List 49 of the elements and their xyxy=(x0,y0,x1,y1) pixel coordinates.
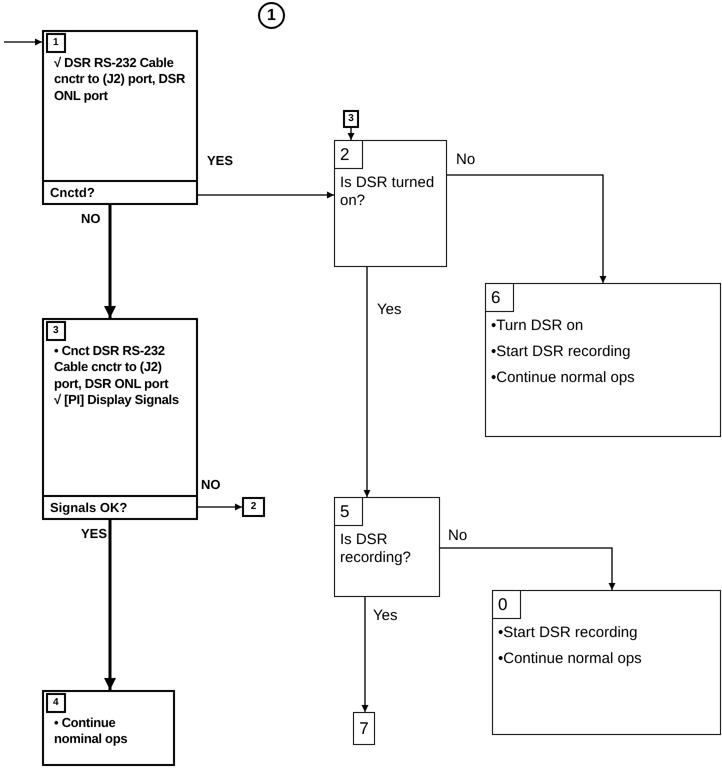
step-text: •Continue normal ops xyxy=(491,369,636,387)
arrow xyxy=(104,205,116,318)
step-text: Is DSR recording? xyxy=(340,531,412,567)
arrow xyxy=(362,597,368,712)
connector-box: 7 xyxy=(353,712,375,745)
question-text: Cnctd? xyxy=(44,180,196,203)
question-text: Signals OK? xyxy=(44,495,196,518)
step-text: Is DSR turned on? xyxy=(340,174,436,210)
circled-number: 1 xyxy=(258,2,285,29)
decision-box xyxy=(492,590,721,735)
edge-label: NO xyxy=(80,212,102,225)
step-text: •Start DSR recording xyxy=(498,624,638,642)
step-number: 3 xyxy=(46,321,66,341)
arrow xyxy=(440,547,616,590)
edge-label: NO xyxy=(200,478,222,491)
connector-box: 2 xyxy=(242,497,265,517)
arrow xyxy=(348,128,354,140)
step-number: 6 xyxy=(486,284,514,312)
process-box xyxy=(42,30,198,205)
arrow xyxy=(364,267,370,497)
step-number: 4 xyxy=(46,693,66,713)
step-number: 5 xyxy=(335,498,363,526)
decision-box xyxy=(334,140,447,267)
step-number: 1 xyxy=(46,33,66,53)
edge-label: No xyxy=(447,528,468,543)
arrow xyxy=(447,174,606,283)
arrow xyxy=(198,192,334,198)
step-number: 2 xyxy=(335,141,363,169)
edge-label: Yes xyxy=(376,302,402,317)
connector-box: 3 xyxy=(343,110,359,128)
step-text: • Continue nominal ops xyxy=(54,715,128,748)
step-text: •Start DSR recording xyxy=(491,343,632,361)
step-text: • Cnct DSR RS-232 Cable cnctr to (J2) port, DSR ONL port xyxy=(54,343,170,392)
edge-label: YES xyxy=(80,527,108,540)
arrow xyxy=(104,520,116,690)
edge-label: No xyxy=(455,152,476,167)
step-text: •Turn DSR on xyxy=(491,317,584,335)
edge-label: YES xyxy=(206,154,234,167)
step-text: √ [PI] Display Signals xyxy=(54,392,180,408)
decision-box xyxy=(485,283,721,437)
step-text: √ DSR RS-232 Cable cnctr to (J2) port, DSR ONL port xyxy=(54,55,186,104)
step-number: 0 xyxy=(493,591,521,619)
process-box xyxy=(42,318,198,520)
edge-label: Yes xyxy=(372,608,398,623)
arrow xyxy=(4,38,42,46)
decision-box xyxy=(334,497,440,597)
arrow xyxy=(198,504,242,510)
process-box xyxy=(42,690,175,766)
step-text: •Continue normal ops xyxy=(498,650,643,668)
